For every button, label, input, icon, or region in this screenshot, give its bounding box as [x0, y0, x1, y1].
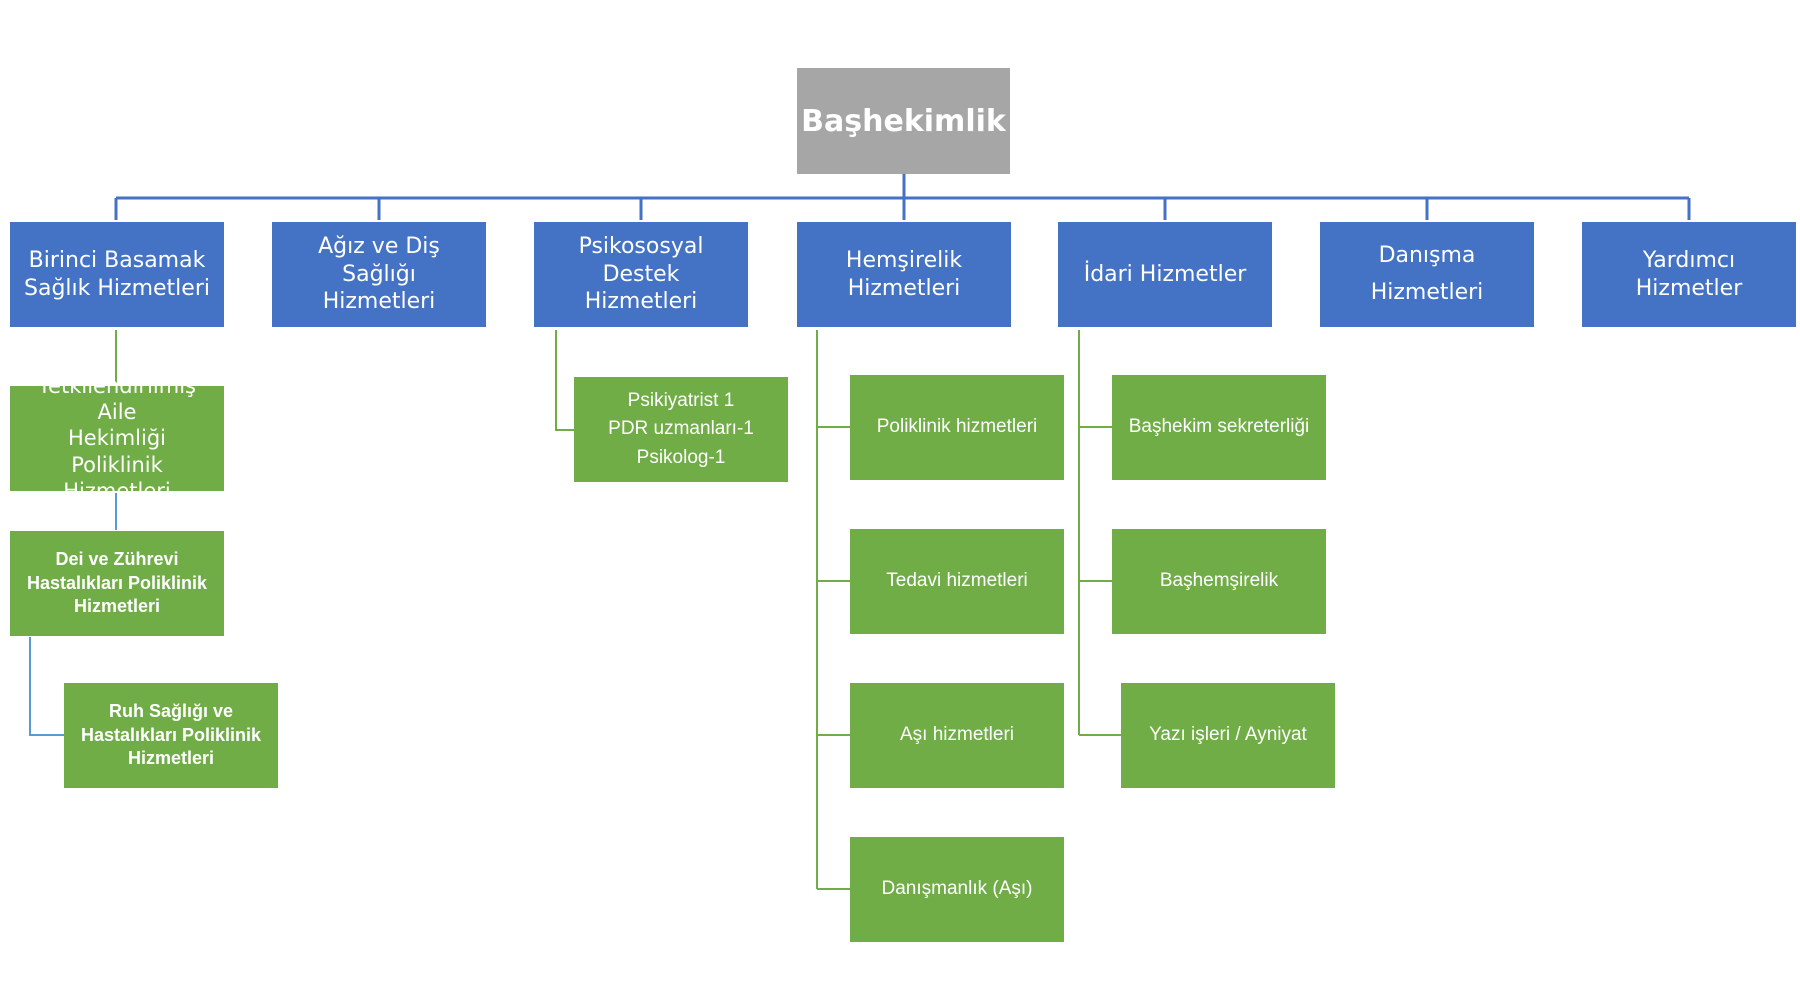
unit-tedavi: Tedavi hizmetleri: [850, 529, 1064, 634]
connector-psikososyal-to-staff: [555, 330, 574, 431]
unit-psikososyal-staff: Psikiyatrist 1 PDR uzmanları-1 Psikolog-…: [574, 377, 788, 482]
dept-danisma: Danışma Hizmetleri: [1320, 222, 1534, 327]
unit-ruh-sagligi: Ruh Sağlığı ve Hastalıkları Poliklinik H…: [64, 683, 278, 788]
unit-bashemsirelik: Başhemşirelik: [1112, 529, 1326, 634]
unit-poliklinik: Poliklinik hizmetleri: [850, 375, 1064, 480]
root-label: Başhekimlik: [801, 103, 1006, 139]
root-node: Başhekimlik: [797, 68, 1010, 174]
unit-aile-hekimligi: Yetkilendirilmiş Aile Hekimliği Poliklin…: [10, 374, 224, 503]
dept-birinci-basamak: Birinci Basamak Sağlık Hizmetleri: [10, 222, 224, 327]
dept-idari: İdari Hizmetler: [1058, 222, 1272, 327]
dept-yardimci: Yardımcı Hizmetler: [1582, 222, 1796, 327]
unit-danismanlik-asi: Danışmanlık (Aşı): [850, 837, 1064, 942]
unit-yazi-isleri: Yazı işleri / Ayniyat: [1121, 683, 1335, 788]
connector-deri-to-ruh: [29, 637, 64, 736]
dept-agiz-dis: Ağız ve Diş Sağlığı Hizmetleri: [272, 222, 486, 327]
unit-bashekim-sekreterligi: Başhekim sekreterliği: [1112, 375, 1326, 480]
dept-hemsirelik: Hemşirelik Hizmetleri: [797, 222, 1011, 327]
dept-psikososyal: Psikososyal Destek Hizmetleri: [534, 222, 748, 327]
unit-deri-zuhrevi: Dei ve Zührevi Hastalıkları Poliklinik H…: [10, 531, 224, 636]
unit-asi: Aşı hizmetleri: [850, 683, 1064, 788]
